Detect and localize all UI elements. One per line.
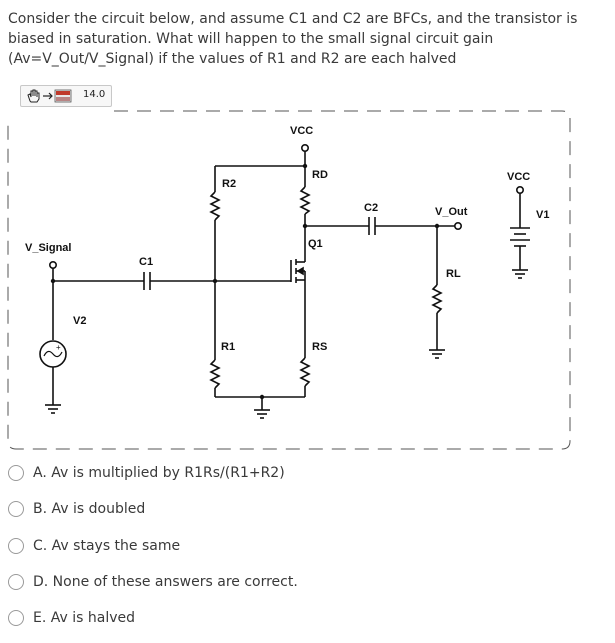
q1-transistor	[290, 259, 306, 283]
r2-resistor	[209, 191, 221, 221]
option-b-label: B. Av is doubled	[33, 501, 146, 517]
label-q1: Q1	[308, 238, 323, 250]
circuit-schematic: + VCC RD R2 Q1 C2 V_Out VCC V1 V_Signal …	[7, 110, 571, 450]
option-a-label: A. Av is multiplied by R1Rs/(R1+R2)	[33, 465, 285, 481]
label-rd: RD	[312, 169, 328, 181]
label-vcc-top: VCC	[290, 125, 313, 137]
vcc-terminal-right	[515, 186, 524, 195]
circuit-toolbar[interactable]: 14.0	[20, 85, 112, 107]
label-rs: RS	[312, 341, 327, 353]
option-d-label: D. None of these answers are correct.	[33, 574, 298, 590]
svg-text:+: +	[56, 343, 61, 352]
label-v-signal: V_Signal	[25, 242, 71, 254]
label-rl: RL	[446, 268, 461, 280]
label-c1: C1	[139, 256, 153, 268]
label-r1: R1	[221, 341, 235, 353]
label-v1: V1	[536, 209, 549, 221]
vcc-terminal-top	[300, 144, 309, 153]
r1-resistor	[209, 359, 221, 389]
v-out-terminal	[453, 222, 462, 231]
hand-icon[interactable]	[27, 89, 40, 103]
question-text: Consider the circuit below, and assume C…	[8, 11, 578, 67]
dashed-border	[7, 110, 571, 450]
label-v-out: V_Out	[435, 206, 468, 218]
radio-b[interactable]	[8, 501, 24, 517]
label-c2: C2	[364, 202, 378, 214]
zoom-value: 14.0	[83, 89, 106, 100]
option-c-label: C. Av stays the same	[33, 538, 181, 554]
v-signal-terminal	[48, 260, 57, 269]
radio-e[interactable]	[8, 610, 24, 626]
label-v2: V2	[73, 315, 86, 327]
option-c[interactable]: C. Av stays the same	[8, 535, 328, 557]
option-e[interactable]: E. Av is halved	[8, 607, 328, 629]
option-b[interactable]: B. Av is doubled	[8, 498, 328, 520]
radio-a[interactable]	[8, 465, 24, 481]
scope-icon[interactable]	[54, 89, 72, 103]
option-e-label: E. Av is halved	[33, 610, 135, 626]
rs-resistor	[299, 357, 311, 387]
toolbar-icons	[27, 89, 72, 103]
rd-resistor	[299, 186, 311, 215]
option-d[interactable]: D. None of these answers are correct.	[8, 571, 328, 593]
label-r2: R2	[222, 178, 236, 190]
radio-d[interactable]	[8, 574, 24, 590]
rl-resistor	[431, 284, 443, 314]
option-a[interactable]: A. Av is multiplied by R1Rs/(R1+R2)	[8, 462, 328, 484]
radio-c[interactable]	[8, 538, 24, 554]
label-vcc-right: VCC	[507, 171, 530, 183]
arrow-right-icon	[43, 92, 53, 100]
